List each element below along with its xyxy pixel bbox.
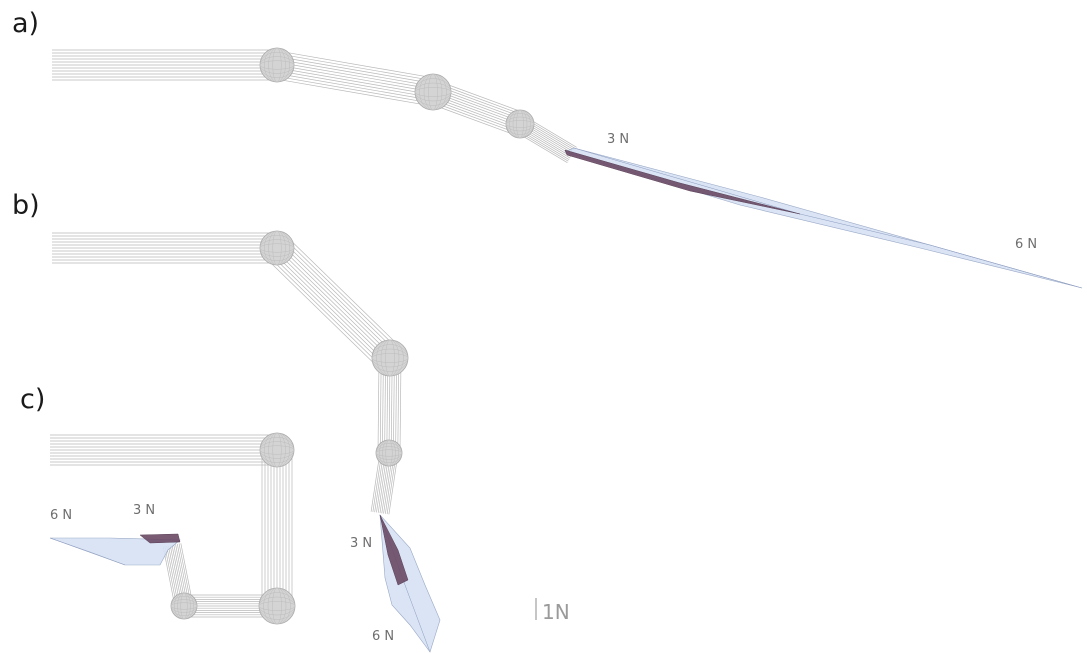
panel-c-polytope-mesh [49, 537, 126, 566]
tube-wire [370, 451, 381, 512]
panel-c-joint-1 [259, 432, 295, 468]
tube-wire [180, 543, 194, 605]
joint-sphere [259, 47, 295, 83]
panel-label-c: c) [20, 384, 45, 415]
panel-a-joint-2 [414, 73, 452, 111]
joint-sphere [375, 439, 403, 467]
joint-parallel [375, 443, 403, 463]
panel-a-polytope-mesh [573, 147, 1083, 289]
panel-a-joint-3 [505, 109, 535, 139]
panel-c-joint-3 [170, 592, 198, 620]
tube-wire [276, 64, 434, 93]
tube-wire [377, 357, 380, 453]
joint-meridian [264, 432, 290, 468]
panel-a-joint-1 [259, 47, 295, 83]
joint-parallel [259, 235, 295, 261]
panel-a-outer-polytope [564, 147, 1083, 289]
tube-wire [283, 241, 397, 352]
joint-sphere [259, 230, 295, 266]
tube-wire [280, 243, 395, 354]
panel-c-link-2 [261, 450, 293, 606]
tube-wire [274, 249, 389, 361]
panel-c-outer-polytope [49, 537, 181, 566]
tube-wire [276, 247, 391, 359]
scale-bar-label: 1N [542, 600, 570, 624]
panel-a-structure [52, 47, 577, 164]
panel-a-force-polytope [564, 147, 1083, 289]
joint-meridian [419, 73, 447, 111]
joint-sphere [414, 73, 452, 111]
panel-b-joint-1 [259, 230, 295, 266]
tube-wire [276, 67, 433, 96]
joint-sphere [371, 339, 409, 377]
joint-sphere [258, 587, 296, 625]
panel-label-a: a) [12, 8, 39, 39]
tube-wire [278, 245, 393, 357]
tube-wire [278, 53, 435, 82]
panel-c-link-1 [50, 434, 277, 466]
panel-b-force-label-3N: 3 N [350, 536, 372, 551]
joint-meridian [509, 109, 531, 139]
tube-wire [275, 75, 432, 104]
panel-c-force-label-3N: 3 N [133, 503, 155, 518]
tube-wire [278, 56, 435, 85]
panel-a-force-label-3N: 3 N [607, 132, 629, 147]
joint-parallel [258, 592, 296, 620]
panel-c-structure [50, 432, 296, 625]
panel-b-link-2 [266, 237, 401, 369]
tube-wire [279, 50, 436, 79]
panel-b-structure [52, 230, 409, 515]
scale-bar: 1N [535, 598, 570, 624]
panel-a-link-1 [52, 49, 277, 81]
joint-sphere [259, 432, 295, 468]
joint-meridian [263, 587, 291, 625]
tube-wire [287, 237, 401, 348]
panel-a-inner-polytope [564, 149, 801, 215]
panel-a-force-label-6N: 6 N [1015, 237, 1037, 252]
joint-meridian [174, 592, 194, 620]
panel-b-joint-2 [371, 339, 409, 377]
joint-meridian [379, 439, 399, 467]
tube-wire [399, 358, 402, 454]
joint-parallel [371, 344, 409, 372]
panel-b-force-polytope [379, 514, 441, 653]
tube-wire [162, 546, 176, 608]
tube-wire [388, 454, 399, 515]
panel-a-link-2 [274, 50, 436, 107]
tube-wire [285, 239, 399, 350]
tube-wire [275, 72, 432, 101]
panel-b-link-1 [52, 232, 277, 264]
tube-wire [275, 70, 433, 98]
joint-parallel [259, 52, 295, 78]
joint-parallel [170, 596, 198, 616]
panel-b-force-label-6N: 6 N [372, 629, 394, 644]
joint-sphere [505, 109, 535, 139]
panel-c-force-label-6N: 6 N [50, 508, 72, 523]
joint-meridian [264, 230, 290, 266]
panel-c-inner-polytope [139, 533, 181, 544]
tube-wire [437, 80, 525, 114]
tube-wire [266, 258, 380, 369]
panel-c-force-polytope [49, 533, 181, 566]
panel-c-joint-2 [258, 587, 296, 625]
joint-parallel [414, 78, 452, 106]
tube-wire [277, 59, 435, 87]
panel-label-b: b) [12, 190, 40, 221]
joint-sphere [170, 592, 198, 620]
joint-parallel [505, 113, 535, 135]
tube-wire [277, 61, 434, 90]
panel-b-joint-3 [375, 439, 403, 467]
tube-wire [270, 254, 384, 365]
joint-meridian [376, 339, 404, 377]
tube-wire [428, 102, 516, 136]
tube-wire [274, 78, 431, 107]
tube-wire [272, 252, 387, 363]
panel-b-inner-polytope [379, 514, 409, 586]
joint-parallel [259, 437, 295, 463]
joint-meridian [264, 47, 290, 83]
tube-wire [268, 256, 382, 367]
